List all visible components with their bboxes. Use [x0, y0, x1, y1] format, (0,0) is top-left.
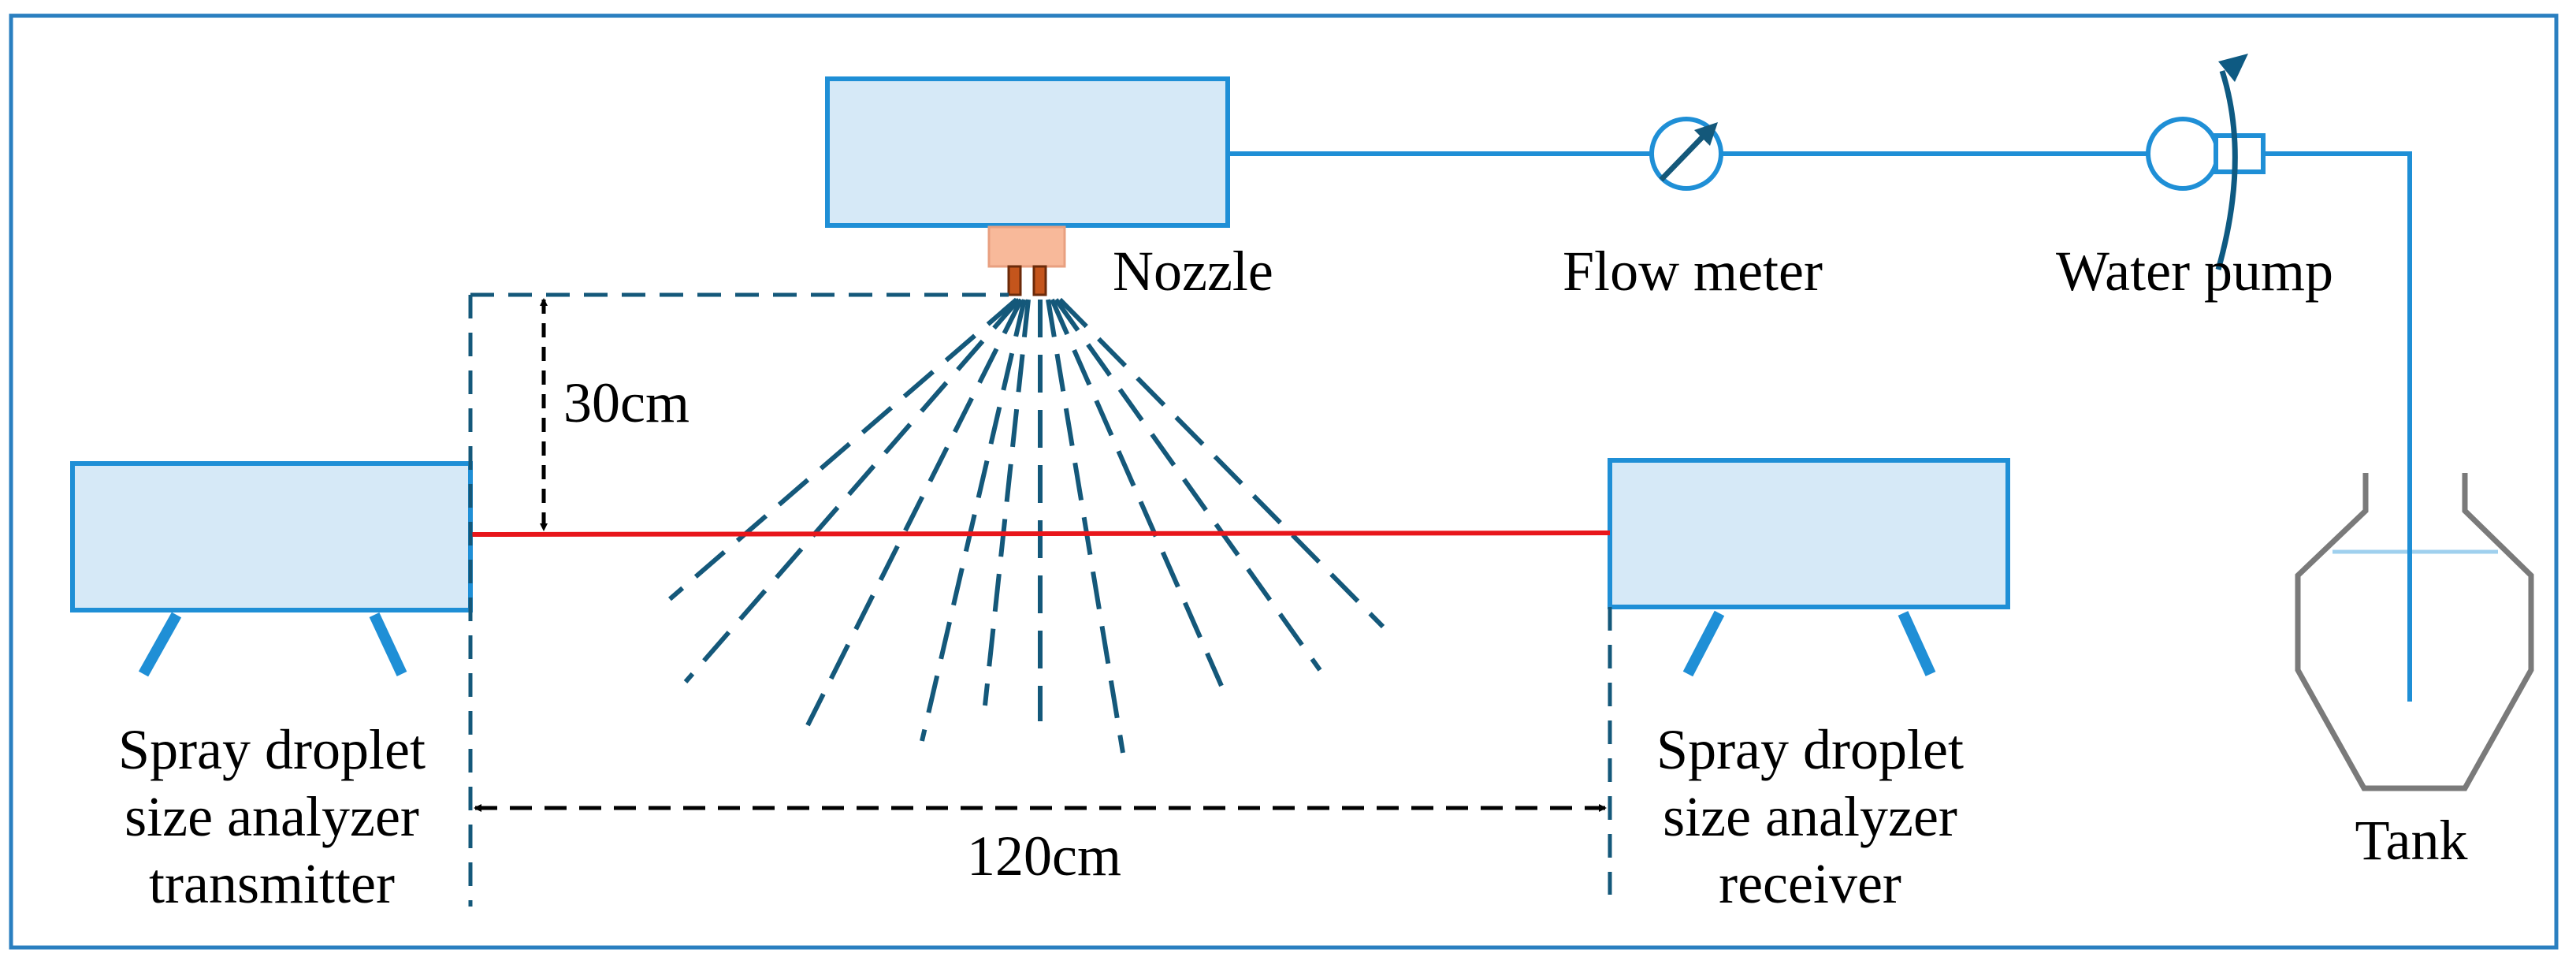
- spray-line: [1050, 298, 1224, 687]
- spray-line: [668, 297, 1018, 601]
- receiver-label-line: size analyzer: [1663, 785, 1957, 848]
- spray-line: [983, 299, 1031, 706]
- spray-line: [1058, 297, 1385, 629]
- flow-meter-needle-icon: [1659, 128, 1711, 182]
- pump-rotation-arrow-icon: [2215, 69, 2238, 270]
- nozzle-tip-right: [1032, 265, 1047, 296]
- receiver-label-line: receiver: [1719, 852, 1901, 915]
- water-pump: [2146, 54, 2266, 270]
- transmitter-label: Spray droplet size analyzer transmitter: [118, 718, 426, 915]
- water-pump-outlet: [2214, 133, 2266, 174]
- analyzer-transmitter: [70, 461, 473, 677]
- receiver-label: Spray droplet size analyzer receiver: [1656, 718, 1964, 915]
- tank-label: Tank: [2355, 809, 2468, 872]
- receiver-leg-left: [1682, 610, 1725, 677]
- transmitter-box: [70, 461, 473, 612]
- tank-outline: [2295, 473, 2534, 791]
- transmitter-label-line: Spray droplet: [118, 718, 426, 781]
- height-dimension: 30cm: [540, 298, 690, 531]
- spray-line: [920, 299, 1027, 742]
- reference-lines: [468, 292, 1612, 907]
- distance-dimension: 120cm: [474, 804, 1607, 888]
- spray-line: [805, 298, 1024, 727]
- diagram-frame: [9, 13, 2559, 950]
- receiver-label-line: Spray droplet: [1656, 718, 1964, 781]
- nozzle-label: Nozzle: [1113, 240, 1273, 303]
- distance-label: 120cm: [967, 825, 1121, 888]
- height-label: 30cm: [563, 371, 690, 434]
- water-pump-body: [2146, 117, 2220, 191]
- transmitter-label-line: transmitter: [149, 852, 395, 915]
- nozzle-body: [987, 225, 1066, 268]
- tank: [2295, 473, 2534, 791]
- flow-meter: [1649, 117, 1723, 191]
- spray-line: [1054, 298, 1322, 672]
- water-pump-label: Water pump: [2056, 240, 2333, 303]
- laser-beam: [470, 531, 1611, 537]
- transmitter-leg-right: [369, 612, 407, 676]
- spray-housing-box: [825, 76, 1230, 228]
- supply-pipe: [1228, 151, 2412, 702]
- receiver-leg-right: [1898, 611, 1936, 676]
- nozzle-tip-left: [1007, 265, 1022, 296]
- spray-line: [683, 298, 1021, 683]
- spray-line: [1046, 299, 1125, 754]
- receiver-box: [1608, 458, 2010, 609]
- transmitter-leg-left: [138, 612, 182, 677]
- spray-unit: [825, 76, 1230, 296]
- transmitter-label-line: size analyzer: [125, 785, 419, 848]
- spray-fan: [668, 297, 1385, 754]
- analyzer-receiver: [1608, 458, 2010, 677]
- flow-meter-label: Flow meter: [1563, 240, 1823, 303]
